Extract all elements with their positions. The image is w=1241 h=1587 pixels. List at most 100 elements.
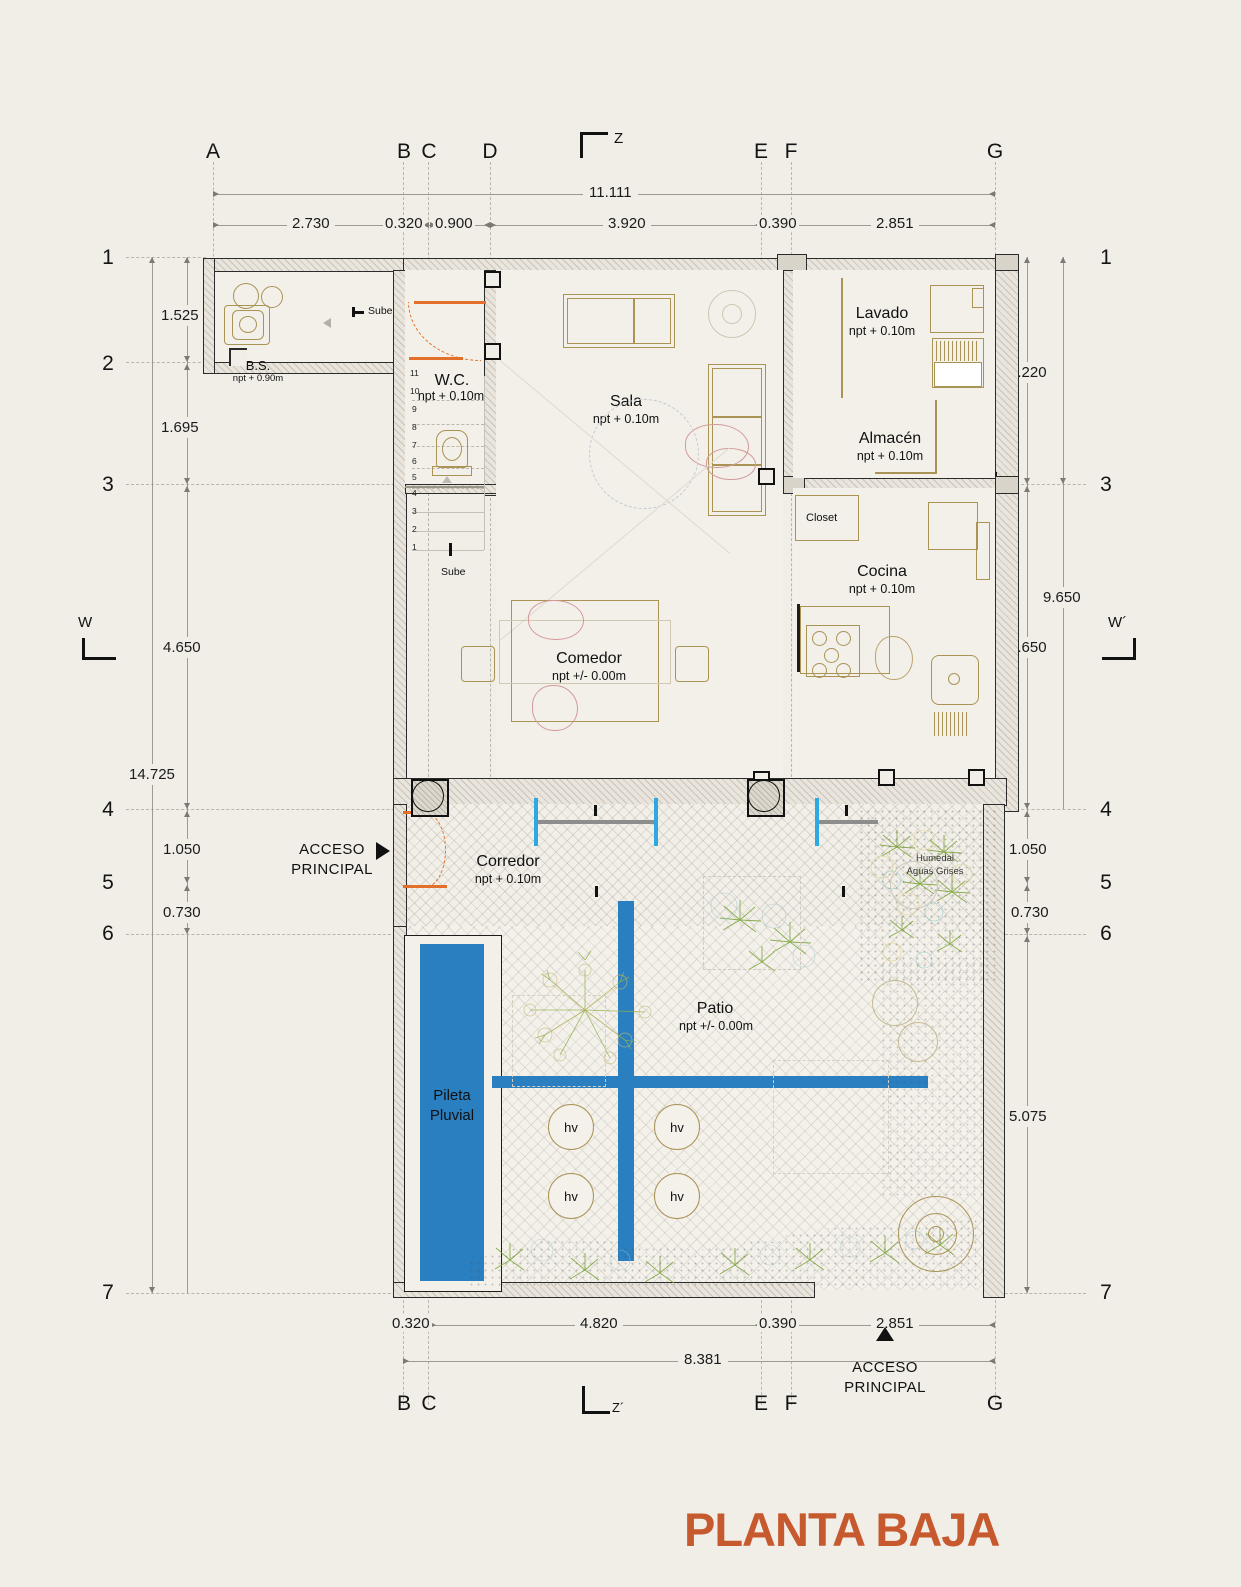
fixture-basin-2 <box>261 286 283 308</box>
grid-label-G: G <box>986 140 1004 163</box>
wall-main-bottom <box>393 778 1007 806</box>
grid-label-B: B <box>396 140 411 163</box>
fixture-wc-toilet <box>436 430 468 468</box>
dim-tick <box>484 222 490 228</box>
pileta-label-line1: Pileta <box>433 1087 471 1104</box>
wall-patio-left <box>393 926 407 1292</box>
stove-burner <box>812 631 827 646</box>
dim-top-3: 0.900 <box>433 215 475 232</box>
patio-circle-1 <box>872 980 918 1026</box>
furniture-cocina-upper-cab <box>928 502 978 550</box>
column-round-corridor-1-c <box>412 780 444 812</box>
dim-tick <box>423 222 429 228</box>
grid-label-G-bottom: G <box>986 1392 1004 1415</box>
gridline-row-6r <box>1000 934 1086 935</box>
person-silhouette-comedor-1 <box>528 600 584 640</box>
dim-tick <box>1024 877 1030 883</box>
label-sube-upper: Sube <box>368 305 393 317</box>
dim-tick <box>184 356 190 362</box>
hv-circle-1: hv <box>548 1104 594 1150</box>
room-level-comedor: npt +/- 0.00m <box>552 669 626 683</box>
furniture-chair-left <box>461 646 495 682</box>
page-title: PLANTA BAJA <box>684 1503 1000 1556</box>
stair-marker-upper <box>352 311 364 314</box>
window-marker-bottom-3 <box>968 769 985 786</box>
acceso-bottom-line-2: PRINCIPAL <box>844 1379 926 1397</box>
hv-circle-2: hv <box>654 1104 700 1150</box>
grid-label-E-bottom: E <box>753 1392 768 1415</box>
patio-planter-right <box>773 1060 889 1174</box>
grid-row-6-left: 6 <box>102 922 114 945</box>
dim-tick <box>989 191 995 197</box>
appliance-stove <box>806 625 860 677</box>
wall-patio-right <box>983 804 1005 1298</box>
acceso-arrow-bottom <box>876 1327 894 1341</box>
dim-tick <box>1024 885 1030 891</box>
grid-row-7-right: 7 <box>1100 1281 1112 1304</box>
dim-tick <box>1024 478 1030 484</box>
grid-row-6-right: 6 <box>1100 922 1112 945</box>
dim-tick <box>1024 803 1030 809</box>
dim-right-overall: 9.650 <box>1040 587 1084 608</box>
dim-tick <box>149 257 155 263</box>
furniture-sofa-frame <box>563 294 675 348</box>
dim-tick <box>1024 928 1030 934</box>
furniture-dining-table <box>511 600 659 722</box>
humedal-line-2: Aguas Grises <box>906 865 964 877</box>
wall-bs-inner-corner <box>229 348 247 366</box>
furniture-round-table-inner <box>722 304 742 324</box>
stair-step-number: 8 <box>412 422 417 432</box>
patio-circle-3-mid <box>915 1213 957 1255</box>
dim-top-4: 3.920 <box>603 215 651 232</box>
acceso-line-1: ACCESO <box>299 841 365 858</box>
wall-main-right <box>995 270 1019 812</box>
dim-top-5: 0.390 <box>757 215 799 232</box>
grid-row-5-right: 5 <box>1100 871 1112 894</box>
gridline-row-6 <box>126 934 406 935</box>
fixture-sink-drain <box>948 673 960 685</box>
dim-tick <box>403 1358 409 1364</box>
section-mark-z-prime <box>582 1386 612 1414</box>
furniture-round-table <box>708 290 756 338</box>
room-level-wc: npt + 0.10m <box>417 389 485 403</box>
grid-row-4-right: 4 <box>1100 798 1112 821</box>
stair-tread <box>412 446 484 469</box>
furniture-cocina-tall <box>976 522 990 580</box>
gridline-row-3r <box>1016 484 1086 485</box>
room-label-corredor: Corredor <box>476 853 540 870</box>
window-marker-top-1 <box>484 271 501 288</box>
dim-top-1: 2.730 <box>287 215 335 232</box>
room-level-cocina: npt + 0.10m <box>848 582 916 596</box>
furniture-lavado-cabinet-2 <box>972 288 984 308</box>
room-level-bs: npt + 0.90m <box>232 373 284 384</box>
stair-step-number: 11 <box>410 368 419 378</box>
column-round-corridor-2-c <box>748 780 780 812</box>
dim-tick <box>1024 936 1030 942</box>
dim-bottom-2: 4.820 <box>575 1315 623 1332</box>
grid-row-7-left: 7 <box>102 1281 114 1304</box>
fixture-kitchen-sink <box>931 655 979 705</box>
gridline-G-lower <box>995 1290 996 1405</box>
person-silhouette-cocina <box>875 636 913 680</box>
grid-row-2-left: 2 <box>102 352 114 375</box>
closet-outline <box>795 495 859 541</box>
acceso-line-2: PRINCIPAL <box>291 861 373 879</box>
fixture-toilet-outer <box>232 310 264 340</box>
hv-circle-4: hv <box>654 1173 700 1219</box>
stair-marker-upper-tip <box>352 307 355 317</box>
fixture-shower-tray <box>224 305 270 345</box>
dim-top-overall: 11.111 <box>583 184 638 201</box>
dim-bottom-overall: 8.381 <box>678 1351 728 1368</box>
dim-tick <box>1024 486 1030 492</box>
window-jamb-1a <box>534 798 538 846</box>
dim-tick <box>184 877 190 883</box>
label-closet: Closet <box>806 512 838 524</box>
planter-outline-patio <box>703 876 801 970</box>
stair-tread-lower <box>412 512 484 532</box>
dim-tick <box>989 1322 995 1328</box>
dim-tick <box>213 191 219 197</box>
dim-tick <box>184 364 190 370</box>
grid-row-5-left: 5 <box>102 871 114 894</box>
direction-arrow-bs <box>320 318 331 328</box>
